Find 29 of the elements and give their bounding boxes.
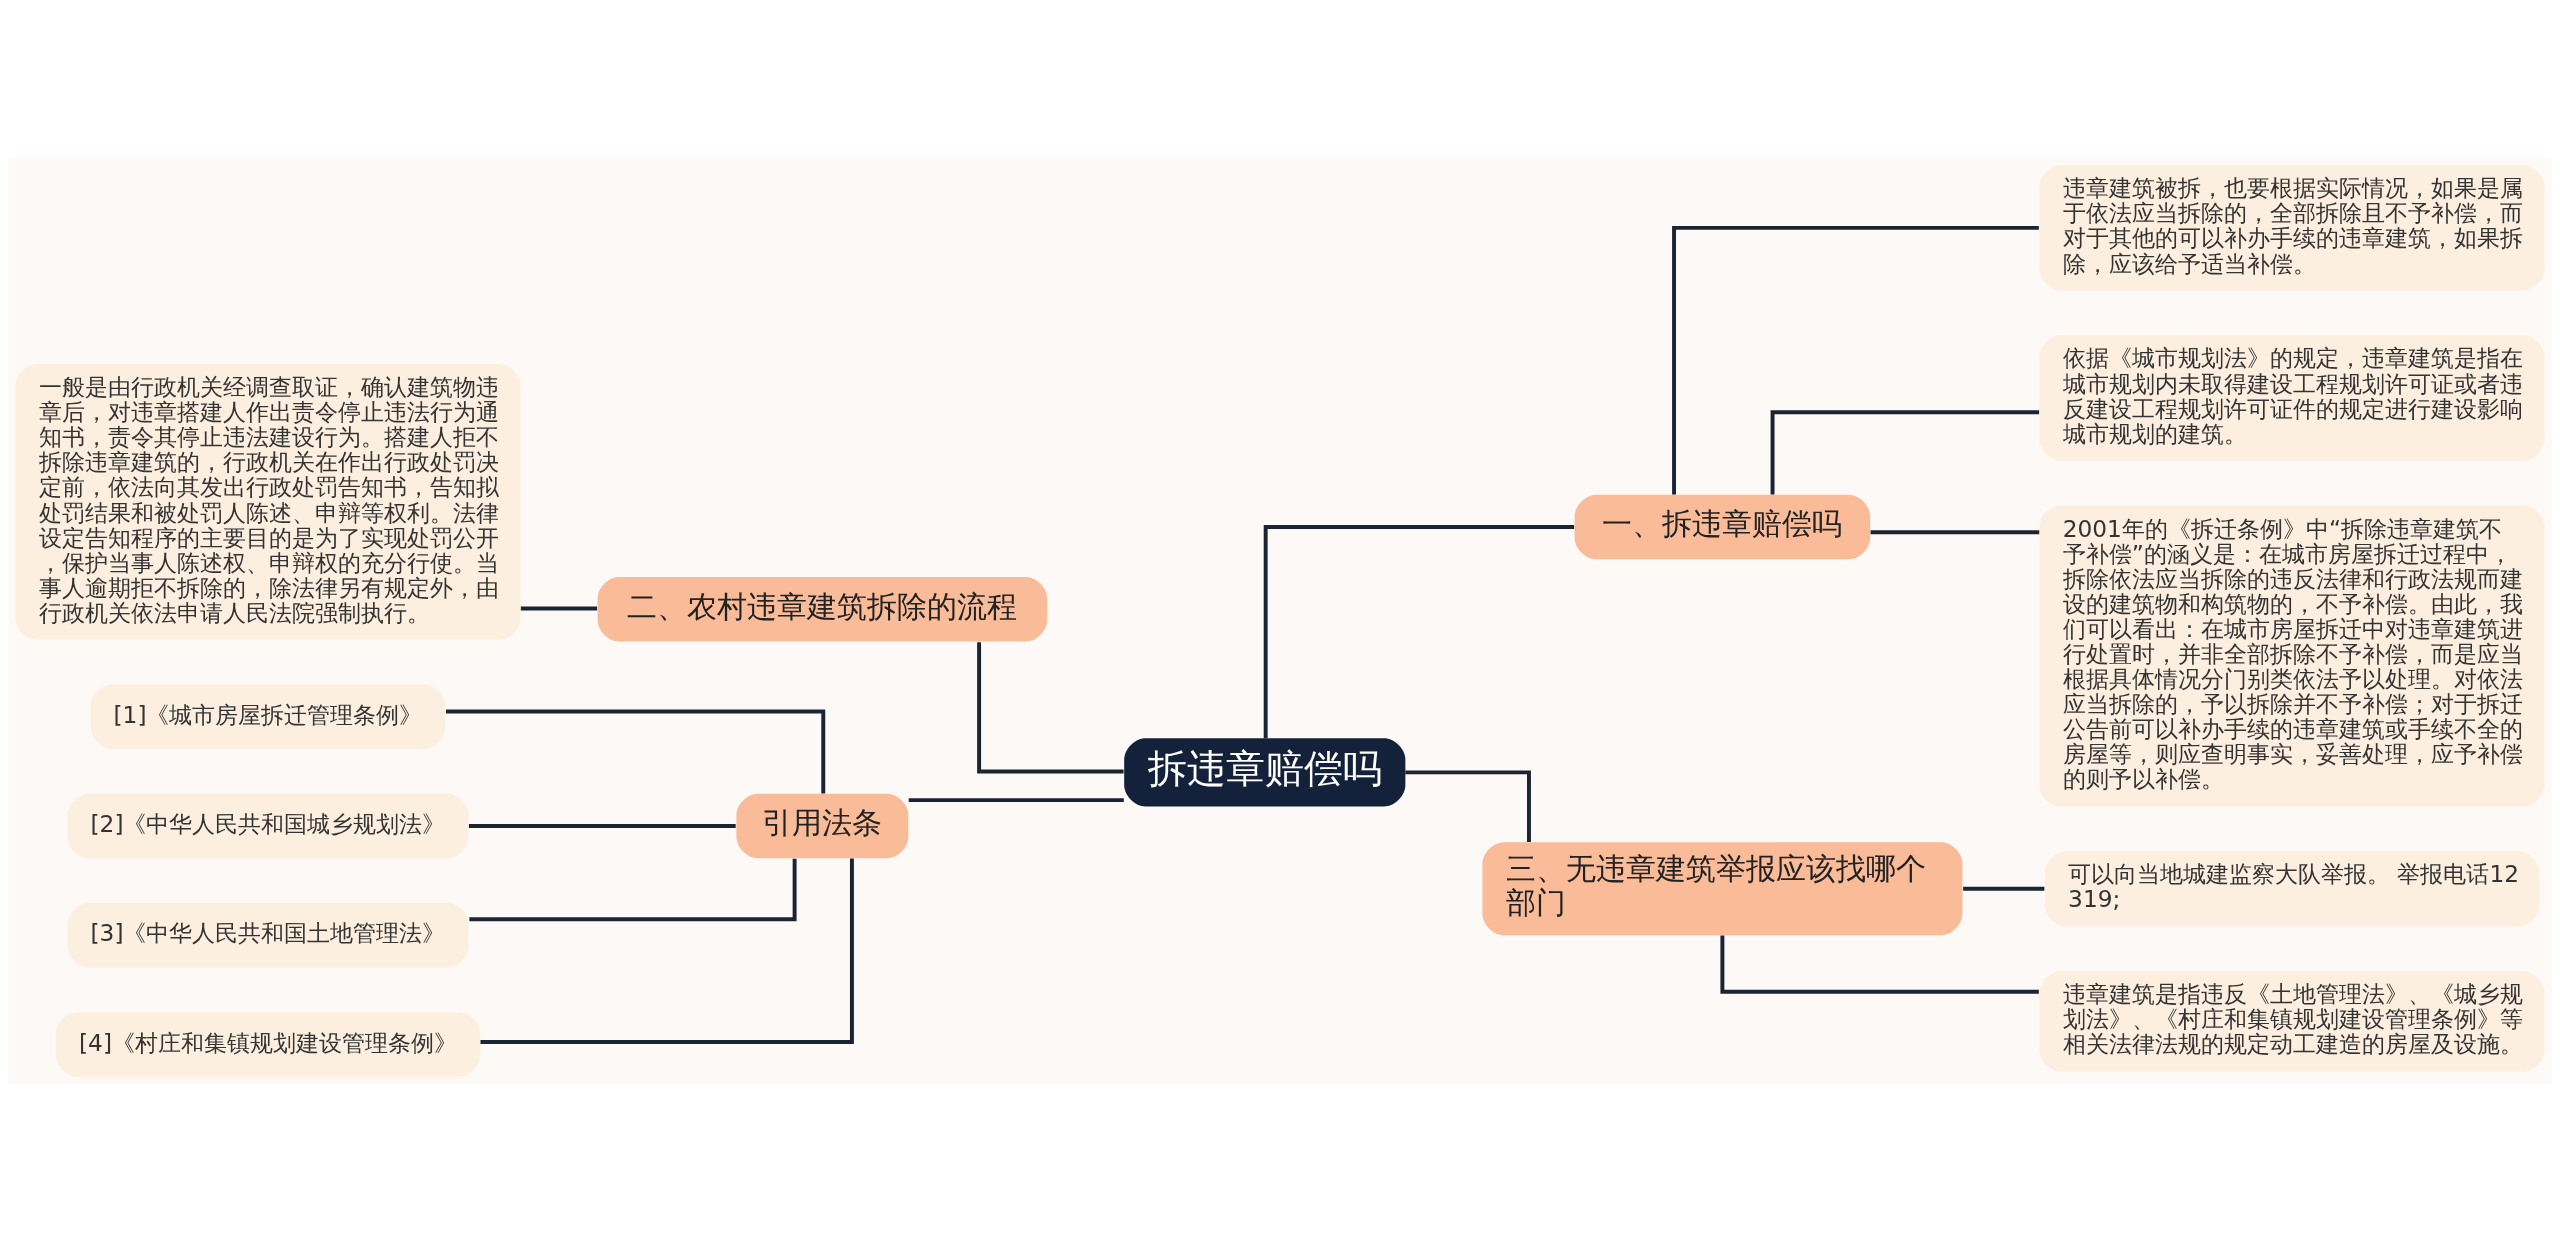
node-box: 二、农村违章建筑拆除的流程 [597, 576, 1048, 642]
node-box: 引用法条 [736, 793, 909, 858]
node-box: 拆违章赔偿吗 [1124, 737, 1406, 806]
connector [446, 709, 826, 794]
node-box: [2]《中华人民共和国城乡规划法》 [67, 793, 469, 858]
connector [1672, 225, 2039, 494]
connector [1870, 529, 2040, 534]
connector [1720, 934, 2039, 994]
node-box: 可以向当地城建监察大队举报。 举报电话12319; [2044, 850, 2540, 926]
connector [468, 823, 736, 828]
node-box: 三、无违章建筑举报应该找哪个部门 [1482, 841, 1963, 935]
connector [520, 606, 598, 610]
node-box: [3]《中华人民共和国土地管理法》 [67, 902, 469, 968]
node-box: 违章建筑被拆，也要根据实际情况，如果是属于依法应当拆除的，全部拆除且不予补偿，而对于其他的可以补办手续的违章建筑，如果拆除，应该给予适当补偿。 [2039, 164, 2545, 291]
connector [908, 797, 1124, 802]
connector [480, 857, 854, 1044]
connector [1263, 524, 1575, 738]
node-box: 2001年的《拆迁条例》中“拆除违章建筑不予补偿”的涵义是：在城市房屋拆迁过程中，拆除依法应当拆除的违反法律和行政法规而建设的建筑物和构筑物的，不予补偿。由此，我们可以看出：在城市房屋拆迁中对违章建筑进行处置时，并非全部拆除不予补偿，而是应当根据具体情况分门别类依法予以处理。对依法应当拆除的，予以拆除并不予补偿；对于拆迁公告前可以补办手续的违章建筑或手续不全的房屋等，则应查明事实，妥善处理，应予补偿的则予以补偿。 [2039, 504, 2545, 806]
connector [977, 641, 1124, 773]
node-box: 违章建筑是指违反《土地管理法》、《城乡规划法》、《村庄和集镇规划建设管理条例》等相关法律法规的规定动工建造的房屋及设施。 [2039, 970, 2545, 1071]
node-box: 一、拆违章赔偿吗 [1574, 494, 1871, 559]
node-box: [1]《城市房屋拆迁管理条例》 [90, 684, 446, 749]
node-box: 依据《城市规划法》的规定，违章建筑是指在城市规划内未取得建设工程规划许可证或者违反建设工程规划许可证件的规定进行建设影响城市规划的建筑。 [2039, 334, 2545, 461]
connector [1770, 409, 2040, 494]
node-box: 一般是由行政机关经调查取证，确认建筑物违章后，对违章搭建人作出责令停止违法行为通知书，责令其停止违法建设行为。搭建人拒不拆除违章建筑的，行政机关在作出行政处罚决定前，依法向其发出行政处罚告知书，告知拟处罚结果和被处罚人陈述、申辩等权利。法律设定告知程序的主要目的是为了实现处罚公开，保护当事人陈述权、申辩权的充分行使。当事人逾期拒不拆除的，除法律另有规定外，由行政机关依法申请人民法院强制执行。 [15, 363, 521, 640]
connector [469, 858, 797, 921]
node-box: [4]《村庄和集镇规划建设管理条例》 [55, 1011, 481, 1077]
connector [1405, 769, 1531, 842]
connector [1963, 886, 2045, 891]
